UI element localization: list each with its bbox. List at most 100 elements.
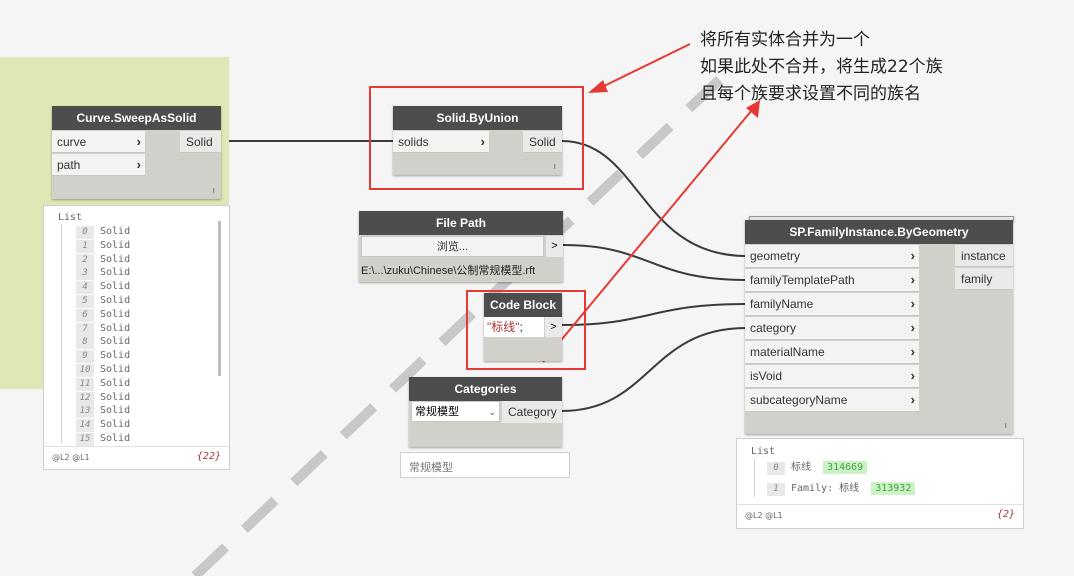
- preview-scrollbar[interactable]: [218, 221, 221, 376]
- input-port-path[interactable]: path ›: [52, 154, 145, 176]
- input-port-curve[interactable]: curve ›: [52, 131, 145, 153]
- output-port-solid[interactable]: Solid: [180, 131, 221, 153]
- output-port-family[interactable]: family: [955, 268, 1013, 290]
- preview-index: 1: [767, 483, 785, 496]
- port-label: solids: [398, 135, 429, 149]
- arrow-head-union: [588, 80, 608, 93]
- port-label: Solid: [186, 135, 213, 149]
- preview-index: 0: [76, 226, 94, 239]
- port-label: path: [57, 158, 81, 172]
- preview-index: 1: [76, 239, 94, 253]
- node-title[interactable]: Categories: [409, 377, 562, 401]
- output-port-instance[interactable]: instance: [955, 245, 1013, 267]
- port-label: subcategoryName: [750, 393, 848, 407]
- chevron-right-icon: ›: [910, 248, 915, 263]
- preview-index: 10: [76, 364, 94, 377]
- input-port-category[interactable]: category›: [745, 317, 919, 340]
- preview-value: Solid: [100, 253, 131, 265]
- preview-index: 14: [76, 419, 94, 433]
- preview-item[interactable]: 14 Solid: [76, 418, 131, 433]
- preview-value: Solid: [100, 350, 131, 362]
- port-label: familyName: [750, 297, 814, 311]
- input-port-subcategory-name[interactable]: subcategoryName ›: [745, 389, 919, 412]
- categories-preview[interactable]: 常规模型: [400, 452, 570, 478]
- preview-label: Family: 标线: [791, 483, 860, 494]
- output-port-code[interactable]: >: [545, 317, 562, 337]
- preview-index: 15: [76, 433, 94, 446]
- preview-item[interactable]: 0 Solid: [76, 225, 131, 239]
- preview-value: Solid: [100, 295, 131, 306]
- preview-value: Solid: [100, 419, 131, 431]
- chevron-down-icon: ⌄: [488, 407, 496, 417]
- preview-value: 313932: [871, 482, 916, 495]
- preview-index: 6: [76, 308, 94, 322]
- node-title[interactable]: Solid.ByUnion: [393, 106, 562, 130]
- code-terminator: ;: [519, 320, 523, 334]
- input-port-geometry[interactable]: geometry›: [745, 245, 919, 268]
- chevron-right-icon: ›: [910, 320, 915, 335]
- output-port-category[interactable]: Category: [502, 401, 562, 423]
- wire-codeblock-to-familyname[interactable]: [561, 303, 747, 326]
- code-string: "标线": [487, 320, 520, 334]
- node-title[interactable]: File Path: [359, 211, 563, 235]
- node-title[interactable]: SP.FamilyInstance.ByGeometry: [745, 220, 1013, 244]
- preview-list-header: List: [58, 212, 83, 223]
- wire-union-to-geometry[interactable]: [561, 140, 747, 257]
- browse-button[interactable]: 浏览...: [361, 236, 544, 257]
- preview-levels[interactable]: @L2 @L1: [52, 453, 90, 462]
- preview-index: 13: [76, 405, 94, 419]
- node-family-instance-by-geometry[interactable]: SP.FamilyInstance.ByGeometry geometry›fa…: [745, 220, 1013, 434]
- output-port-path[interactable]: >: [546, 236, 563, 257]
- input-port-is-void[interactable]: isVoid›: [745, 365, 919, 388]
- node-categories[interactable]: Categories 常规模型 ⌄ Category: [409, 377, 562, 447]
- preview-value: Solid: [100, 267, 131, 279]
- port-label: Solid: [529, 135, 556, 149]
- category-dropdown[interactable]: 常规模型 ⌄: [411, 401, 500, 422]
- dropdown-selected: 常规模型: [415, 406, 459, 418]
- input-port-material-name[interactable]: materialName›: [745, 341, 919, 364]
- preview-value: Solid: [100, 226, 131, 237]
- wire-categories-to-category[interactable]: [561, 327, 747, 412]
- node-title[interactable]: Curve.SweepAsSolid: [52, 106, 221, 130]
- preview-tree-line: [61, 225, 62, 443]
- wire-filepath-to-template[interactable]: [562, 244, 747, 281]
- node-code-block[interactable]: Code Block "标线"; >: [484, 293, 562, 361]
- chevron-right-icon: ›: [136, 157, 141, 172]
- node-file-path[interactable]: File Path 浏览... > E:\...\zuku\Chinese\公制…: [359, 211, 563, 282]
- node-title[interactable]: Code Block: [484, 293, 562, 317]
- chevron-right-icon: ›: [910, 296, 915, 311]
- lacing-indicator[interactable]: ı: [1004, 420, 1007, 430]
- chevron-right-icon: ›: [910, 392, 915, 407]
- node-curve-sweep-as-solid[interactable]: Curve.SweepAsSolid curve › path › Solid …: [52, 106, 221, 199]
- arrow-head-codeblock: [746, 100, 760, 118]
- lacing-indicator[interactable]: ı: [553, 161, 556, 171]
- lacing-indicator[interactable]: ı: [212, 185, 215, 195]
- input-port-family-template-path[interactable]: familyTemplatePath›: [745, 269, 919, 292]
- chevron-right-icon: ›: [910, 272, 915, 287]
- node-solid-by-union[interactable]: Solid.ByUnion solids › Solid ı: [393, 106, 562, 175]
- output-port-solid[interactable]: Solid: [523, 131, 562, 153]
- input-port-solids[interactable]: solids ›: [393, 131, 489, 153]
- preview-item[interactable]: 1 Family: 标线 313932: [767, 482, 916, 496]
- input-port-family-name[interactable]: familyName ›: [745, 293, 919, 316]
- port-label: curve: [57, 135, 87, 149]
- preview-levels[interactable]: @L2 @L1: [745, 511, 783, 520]
- code-editor[interactable]: "标线";: [484, 317, 544, 337]
